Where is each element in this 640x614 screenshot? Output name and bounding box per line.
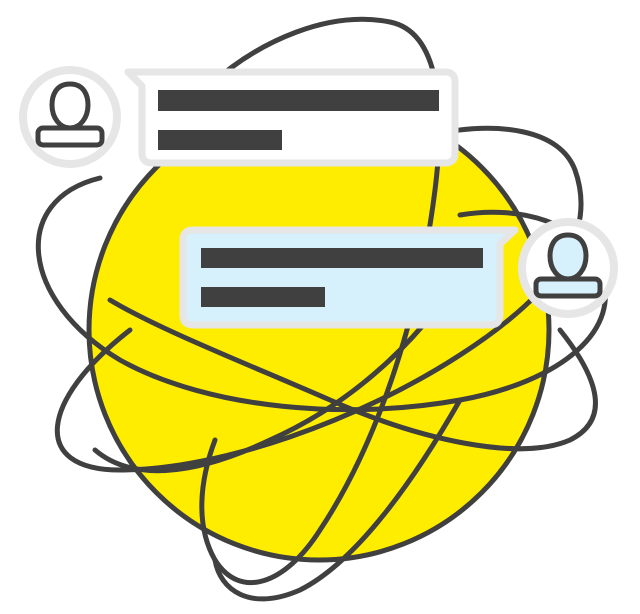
avatar-left-head [49,81,91,131]
avatar-right[interactable] [518,218,618,318]
avatar-right-shoulders [533,276,603,299]
avatar-left[interactable] [19,66,121,168]
avatar-right-head [547,232,589,282]
user-avatar-icon [533,232,603,299]
outgoing-message-line-2 [201,287,325,307]
outgoing-message-line-1 [201,248,483,268]
incoming-message-line-1 [158,90,439,111]
incoming-message-line-2 [158,130,282,150]
chat-bubble-outgoing[interactable] [179,226,519,329]
user-avatar-icon [35,81,105,148]
orbit-lower-swoop [54,125,584,473]
avatar-left-shoulders [35,125,105,148]
chat-bubble-incoming[interactable] [124,68,459,167]
orbit-vertical-right [212,397,463,602]
orbit-lower-right [107,297,598,452]
globe-icon [86,97,552,563]
chat-bubble-outgoing-icon [179,226,519,329]
